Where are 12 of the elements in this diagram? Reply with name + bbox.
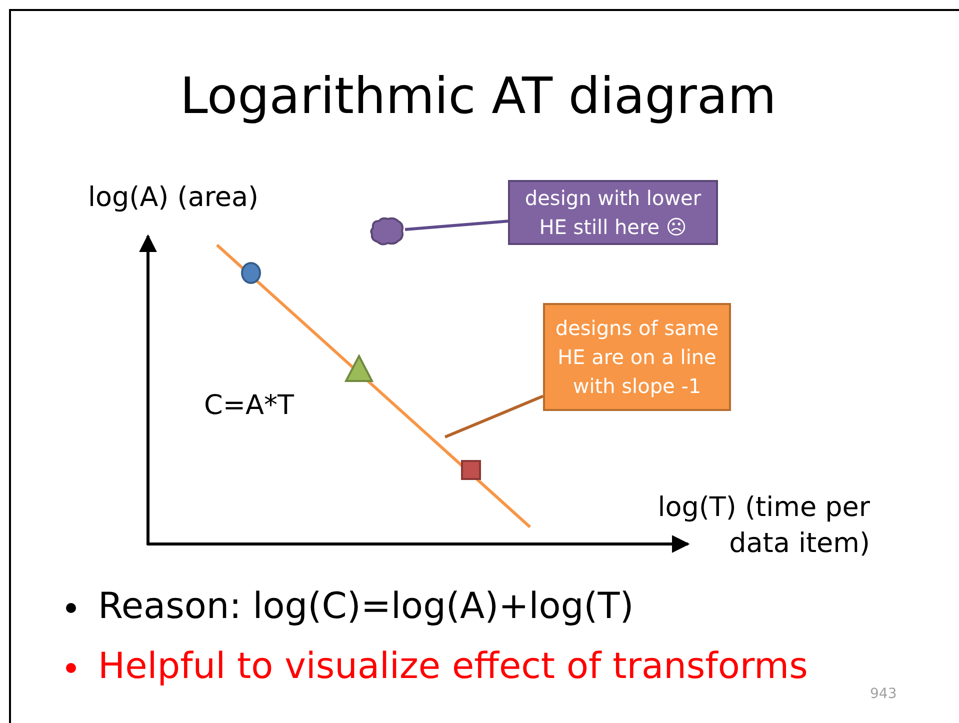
leader-line [444, 394, 544, 438]
formula-label: C=A*T [204, 390, 294, 421]
cloud-marker [369, 216, 405, 246]
page-number: 943 [870, 686, 897, 702]
axis-label: log(A) (area) [88, 182, 259, 213]
bullet-text: Helpful to visualize effect of transforms [98, 646, 808, 687]
slide-title: Logarithmic AT diagram [180, 66, 776, 127]
bullet-text: Reason: log(C)=log(A)+log(T) [98, 586, 634, 627]
callout-box: design with lower HE still here ☹ [508, 180, 718, 245]
callout-box: designs of same HE are on a line with slope -1 [543, 303, 731, 411]
leader-line [404, 220, 508, 232]
axis-label: log(T) (time per data item) [656, 491, 870, 561]
